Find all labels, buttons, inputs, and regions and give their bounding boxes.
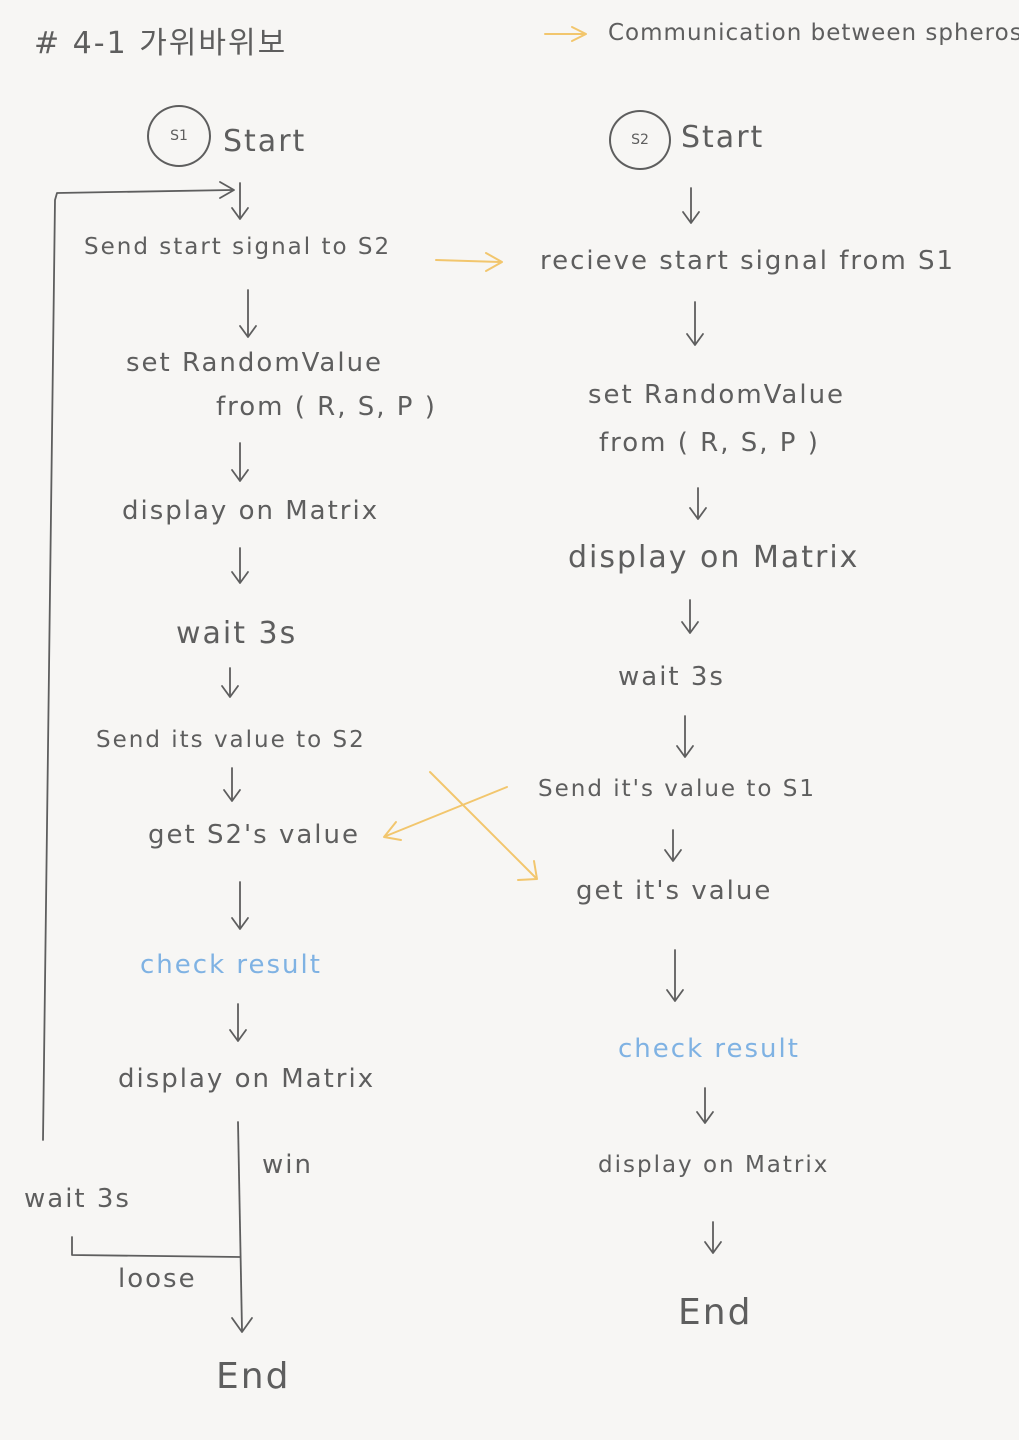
s2-display-1: display on Matrix (568, 540, 860, 575)
s1-wait-1: wait 3s (176, 616, 298, 651)
s2-send-value: Send it's value to S1 (538, 776, 817, 802)
s1-set-random: set RandomValue (126, 348, 384, 378)
s1-end: End (216, 1356, 291, 1397)
comm-arrow-start-signal (435, 259, 501, 263)
comm-arrow-s2-to-s1 (385, 786, 508, 837)
s1-node-circle: S1 (147, 105, 211, 167)
s2-node-label: S2 (631, 132, 649, 148)
s1-set-random-from: from ( R, S, P ) (216, 392, 437, 422)
s2-display-2: display on Matrix (598, 1152, 830, 1178)
s2-set-random-from: from ( R, S, P ) (599, 428, 820, 458)
s1-start: Start (223, 124, 307, 159)
s2-start: Start (681, 120, 765, 155)
legend-label: Communication between spheros (608, 20, 1019, 46)
s1-display-1: display on Matrix (122, 496, 380, 526)
s2-wait-1: wait 3s (618, 662, 725, 692)
page-title: # 4-1 가위바위보 (34, 26, 288, 61)
s1-loop-line (42, 189, 233, 1141)
s2-node-circle: S2 (609, 110, 671, 170)
s1-get-value: get S2's value (148, 820, 360, 850)
communication-arrows (383, 252, 538, 881)
s2-check-result: check result (618, 1034, 800, 1064)
s1-decision-line (237, 1121, 243, 1331)
legend-arrow (544, 26, 587, 42)
s2-end: End (678, 1292, 753, 1333)
s1-win-label: win (262, 1150, 313, 1180)
s1-send-value: Send its value to S2 (96, 727, 366, 753)
s1-send-start: Send start signal to S2 (84, 234, 392, 260)
s1-check-result: check result (140, 950, 322, 980)
s2-arrows (664, 187, 722, 1254)
s1-lose-branch (71, 1236, 241, 1258)
comm-arrow-s1-to-s2 (429, 771, 537, 879)
s1-wait-2: wait 3s (24, 1184, 131, 1214)
s1-arrows (42, 181, 257, 1333)
s2-receive: recieve start signal from S1 (540, 246, 956, 276)
s2-get-value: get it's value (576, 876, 773, 906)
s2-set-random: set RandomValue (588, 380, 846, 410)
s1-display-2: display on Matrix (118, 1064, 376, 1094)
s1-node-label: S1 (170, 128, 188, 144)
s1-lose-label: loose (118, 1264, 197, 1294)
